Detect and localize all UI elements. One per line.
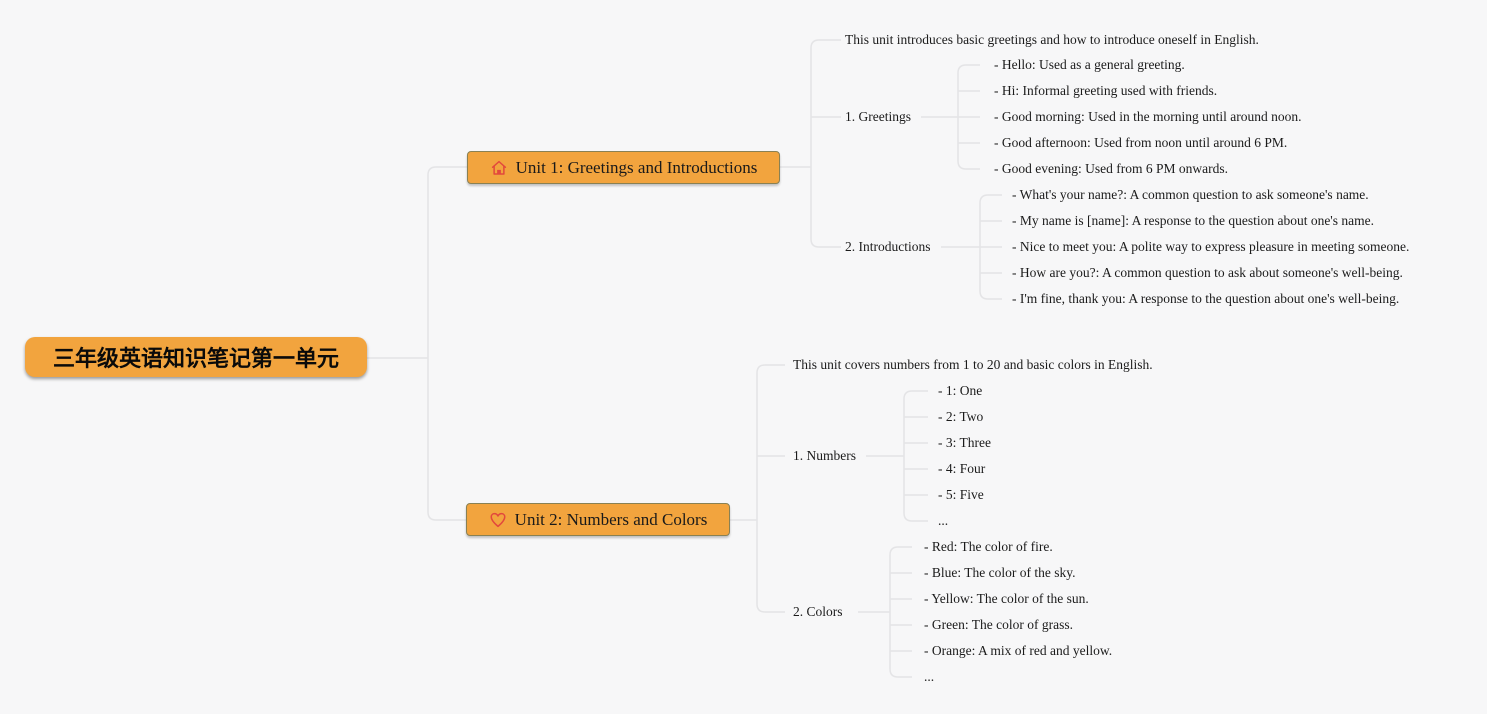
house-icon — [490, 159, 508, 177]
leaf-item[interactable]: - What's your name?: A common question t… — [1012, 187, 1369, 202]
leaf-item[interactable]: - Hello: Used as a general greeting. — [994, 57, 1185, 72]
leaf-item[interactable]: - 1: One — [938, 383, 983, 398]
leaf-item[interactable]: - I'm fine, thank you: A response to the… — [1012, 291, 1400, 306]
leaf-item[interactable]: - Nice to meet you: A polite way to expr… — [1012, 239, 1410, 254]
leaf-item[interactable]: - Orange: A mix of red and yellow. — [924, 643, 1113, 658]
leaf-item[interactable]: - Yellow: The color of the sun. — [924, 591, 1089, 606]
leaf-item[interactable]: - Good morning: Used in the morning unti… — [994, 109, 1302, 124]
leaf-item[interactable]: - 3: Three — [938, 435, 991, 450]
leaf-item-ellipsis[interactable]: ... — [938, 513, 949, 528]
leaf-item[interactable]: - 5: Five — [938, 487, 984, 502]
leaf-item-ellipsis[interactable]: ... — [924, 669, 935, 684]
heart-icon — [489, 511, 507, 529]
unit1-node[interactable]: Unit 1: Greetings and Introductions — [467, 151, 780, 184]
leaf-item[interactable]: - Good evening: Used from 6 PM onwards. — [994, 161, 1228, 176]
unit2-node-label: Unit 2: Numbers and Colors — [514, 509, 708, 529]
leaf-item[interactable]: - My name is [name]: A response to the q… — [1012, 213, 1374, 228]
root-node[interactable]: 三年级英语知识笔记第一单元 — [25, 337, 367, 377]
branch-label-introductions[interactable]: 2. Introductions — [845, 239, 931, 254]
leaf-item[interactable]: - How are you?: A common question to ask… — [1012, 265, 1403, 280]
leaf-item[interactable]: - 2: Two — [938, 409, 984, 424]
branch-label-colors[interactable]: 2. Colors — [793, 604, 843, 619]
leaf-item[interactable]: - Red: The color of fire. — [924, 539, 1053, 554]
unit2-description[interactable]: This unit covers numbers from 1 to 20 an… — [793, 357, 1153, 372]
leaf-item[interactable]: - Blue: The color of the sky. — [924, 565, 1076, 580]
leaf-item[interactable]: - 4: Four — [938, 461, 986, 476]
branch-label-greetings[interactable]: 1. Greetings — [845, 109, 911, 124]
leaf-item[interactable]: - Good afternoon: Used from noon until a… — [994, 135, 1288, 150]
unit2-node[interactable]: Unit 2: Numbers and Colors — [466, 503, 730, 536]
unit1-description[interactable]: This unit introduces basic greetings and… — [845, 32, 1259, 47]
leaf-item[interactable]: - Green: The color of grass. — [924, 617, 1073, 632]
branch-label-numbers[interactable]: 1. Numbers — [793, 448, 856, 463]
leaf-item[interactable]: - Hi: Informal greeting used with friend… — [994, 83, 1218, 98]
root-node-label: 三年级英语知识笔记第一单元 — [52, 346, 339, 371]
unit1-node-label: Unit 1: Greetings and Introductions — [515, 157, 758, 177]
